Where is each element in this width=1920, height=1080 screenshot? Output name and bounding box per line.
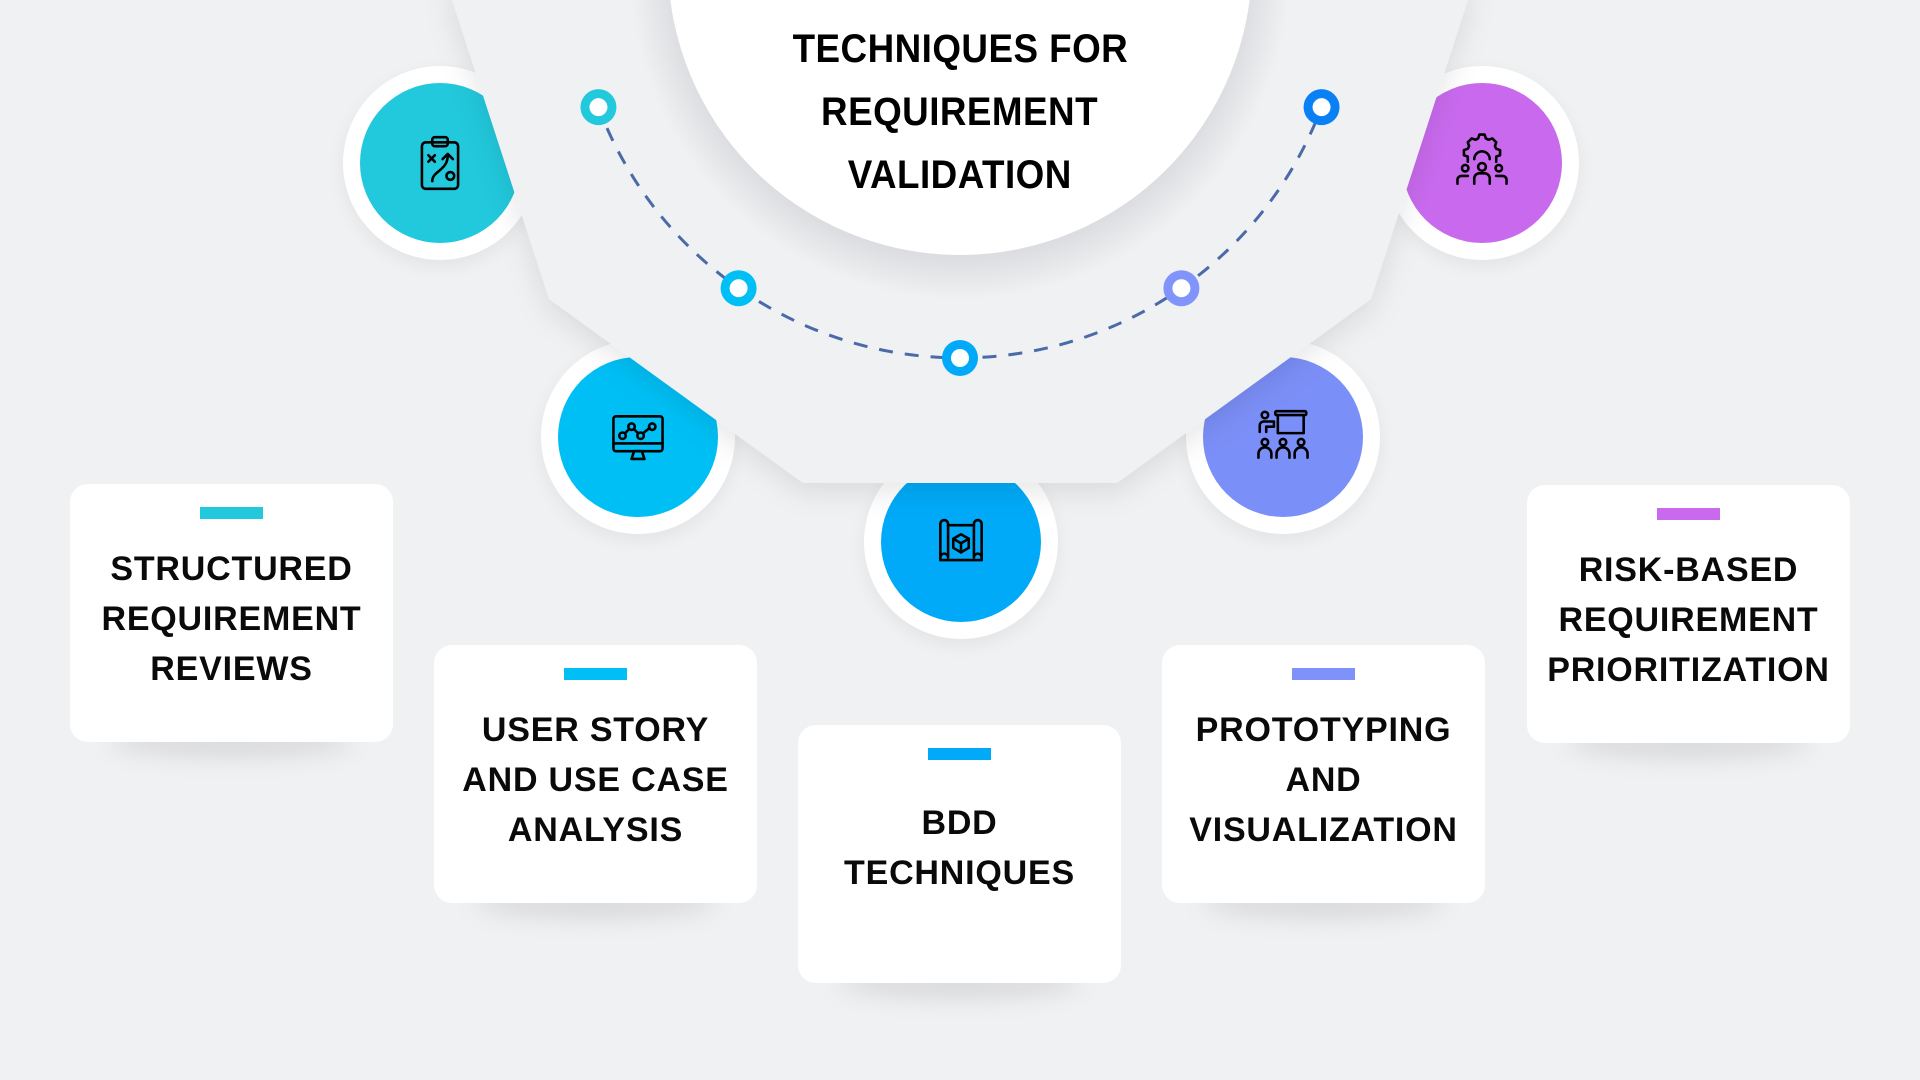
technique-card-risk-based: RISK-BASED REQUIREMENT PRIORITIZATION bbox=[1527, 485, 1850, 743]
card-label: PROTOTYPING AND VISUALIZATION bbox=[1162, 705, 1485, 855]
title-line: REQUIREMENT bbox=[821, 90, 1099, 134]
card-label: BDD TECHNIQUES bbox=[798, 798, 1121, 898]
card-accent-bar bbox=[1292, 668, 1355, 680]
card-accent-bar bbox=[1657, 508, 1720, 520]
card-label-line: REQUIREMENT bbox=[1558, 601, 1819, 639]
card-label-line: TECHNIQUES bbox=[844, 854, 1075, 892]
card-label-line: AND USE CASE bbox=[462, 761, 729, 799]
page-title: TECHNIQUES FOR REQUIREMENT VALIDATION bbox=[668, 0, 1252, 255]
card-label-line: BDD bbox=[921, 804, 998, 842]
card-label-line: USER STORY bbox=[481, 711, 710, 749]
blueprint-cube-icon bbox=[939, 518, 983, 562]
timeline-dot-center bbox=[1312, 98, 1331, 117]
technique-card-user-story: USER STORY AND USE CASE ANALYSIS bbox=[434, 645, 757, 903]
monitor-chart-icon bbox=[612, 415, 664, 461]
technique-card-bdd: BDD TECHNIQUES bbox=[798, 725, 1121, 983]
card-label-line: PROTOTYPING bbox=[1195, 711, 1452, 749]
card-accent-bar bbox=[200, 507, 263, 519]
card-label-line: REVIEWS bbox=[150, 650, 313, 688]
card-label: RISK-BASED REQUIREMENT PRIORITIZATION bbox=[1527, 545, 1850, 695]
card-label-line: RISK-BASED bbox=[1578, 551, 1799, 589]
card-accent-bar bbox=[564, 668, 627, 680]
title-disc bbox=[670, 0, 1250, 255]
card-label-line: AND bbox=[1285, 761, 1362, 799]
gear-team-icon bbox=[1456, 133, 1508, 185]
timeline-dot-center bbox=[951, 349, 969, 367]
card-label-line: REQUIREMENT bbox=[101, 600, 362, 638]
card-label-line: ANALYSIS bbox=[507, 811, 684, 849]
timeline-dot-center bbox=[1172, 279, 1191, 298]
card-label-line: PRIORITIZATION bbox=[1547, 651, 1830, 689]
clipboard-strategy-icon bbox=[420, 135, 460, 191]
icon-disc bbox=[881, 462, 1041, 622]
timeline-dot-center bbox=[589, 98, 608, 117]
card-label: USER STORY AND USE CASE ANALYSIS bbox=[434, 705, 757, 855]
timeline-dot-center bbox=[729, 279, 748, 298]
card-label-line: STRUCTURED bbox=[110, 550, 353, 588]
card-label: STRUCTURED REQUIREMENT REVIEWS bbox=[70, 544, 393, 694]
technique-card-prototyping: PROTOTYPING AND VISUALIZATION bbox=[1162, 645, 1485, 903]
card-accent-bar bbox=[928, 748, 991, 760]
technique-card-structured-reviews: STRUCTURED REQUIREMENT REVIEWS bbox=[70, 484, 393, 742]
title-line: VALIDATION bbox=[847, 153, 1073, 197]
card-label-line: VISUALIZATION bbox=[1189, 811, 1458, 849]
presentation-audience-icon bbox=[1257, 409, 1309, 459]
title-line: TECHNIQUES FOR bbox=[792, 27, 1128, 71]
